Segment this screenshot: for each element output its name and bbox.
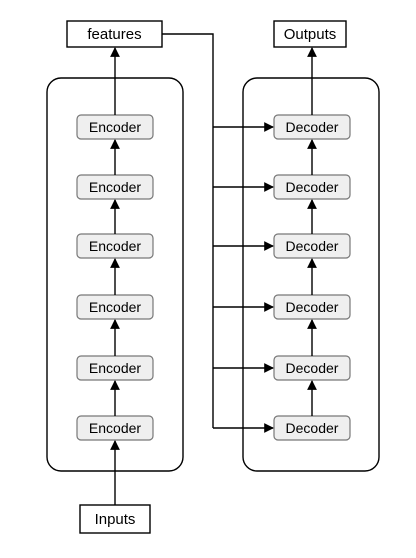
encoder-block: Encoder xyxy=(76,294,154,320)
encoder-label: Encoder xyxy=(89,238,141,254)
features-label: features xyxy=(87,26,141,43)
features-to-decoder-bus xyxy=(162,33,214,428)
decoder-label: Decoder xyxy=(286,238,339,254)
decoder-stack-container xyxy=(242,77,380,472)
decoder-block: Decoder xyxy=(273,233,351,259)
encoder-block: Encoder xyxy=(76,114,154,140)
encoder-label: Encoder xyxy=(89,299,141,315)
decoder-block: Decoder xyxy=(273,415,351,441)
decoder-label: Decoder xyxy=(286,299,339,315)
encoder-label: Encoder xyxy=(89,119,141,135)
outputs-box: Outputs xyxy=(273,20,347,48)
inputs-box: Inputs xyxy=(79,504,151,534)
decoder-label: Decoder xyxy=(286,179,339,195)
encoder-label: Encoder xyxy=(89,360,141,376)
inputs-label: Inputs xyxy=(95,511,136,528)
features-box: features xyxy=(66,20,163,48)
decoder-block: Decoder xyxy=(273,174,351,200)
encoder-block: Encoder xyxy=(76,355,154,381)
decoder-label: Decoder xyxy=(286,119,339,135)
decoder-block: Decoder xyxy=(273,114,351,140)
decoder-block: Decoder xyxy=(273,294,351,320)
encoder-block: Encoder xyxy=(76,233,154,259)
encoder-block: Encoder xyxy=(76,415,154,441)
connector-arrows xyxy=(110,47,317,505)
decoder-label: Decoder xyxy=(286,360,339,376)
decoder-block: Decoder xyxy=(273,355,351,381)
decoder-label: Decoder xyxy=(286,420,339,436)
encoder-label: Encoder xyxy=(89,420,141,436)
outputs-label: Outputs xyxy=(284,26,337,43)
encoder-label: Encoder xyxy=(89,179,141,195)
encoder-block: Encoder xyxy=(76,174,154,200)
